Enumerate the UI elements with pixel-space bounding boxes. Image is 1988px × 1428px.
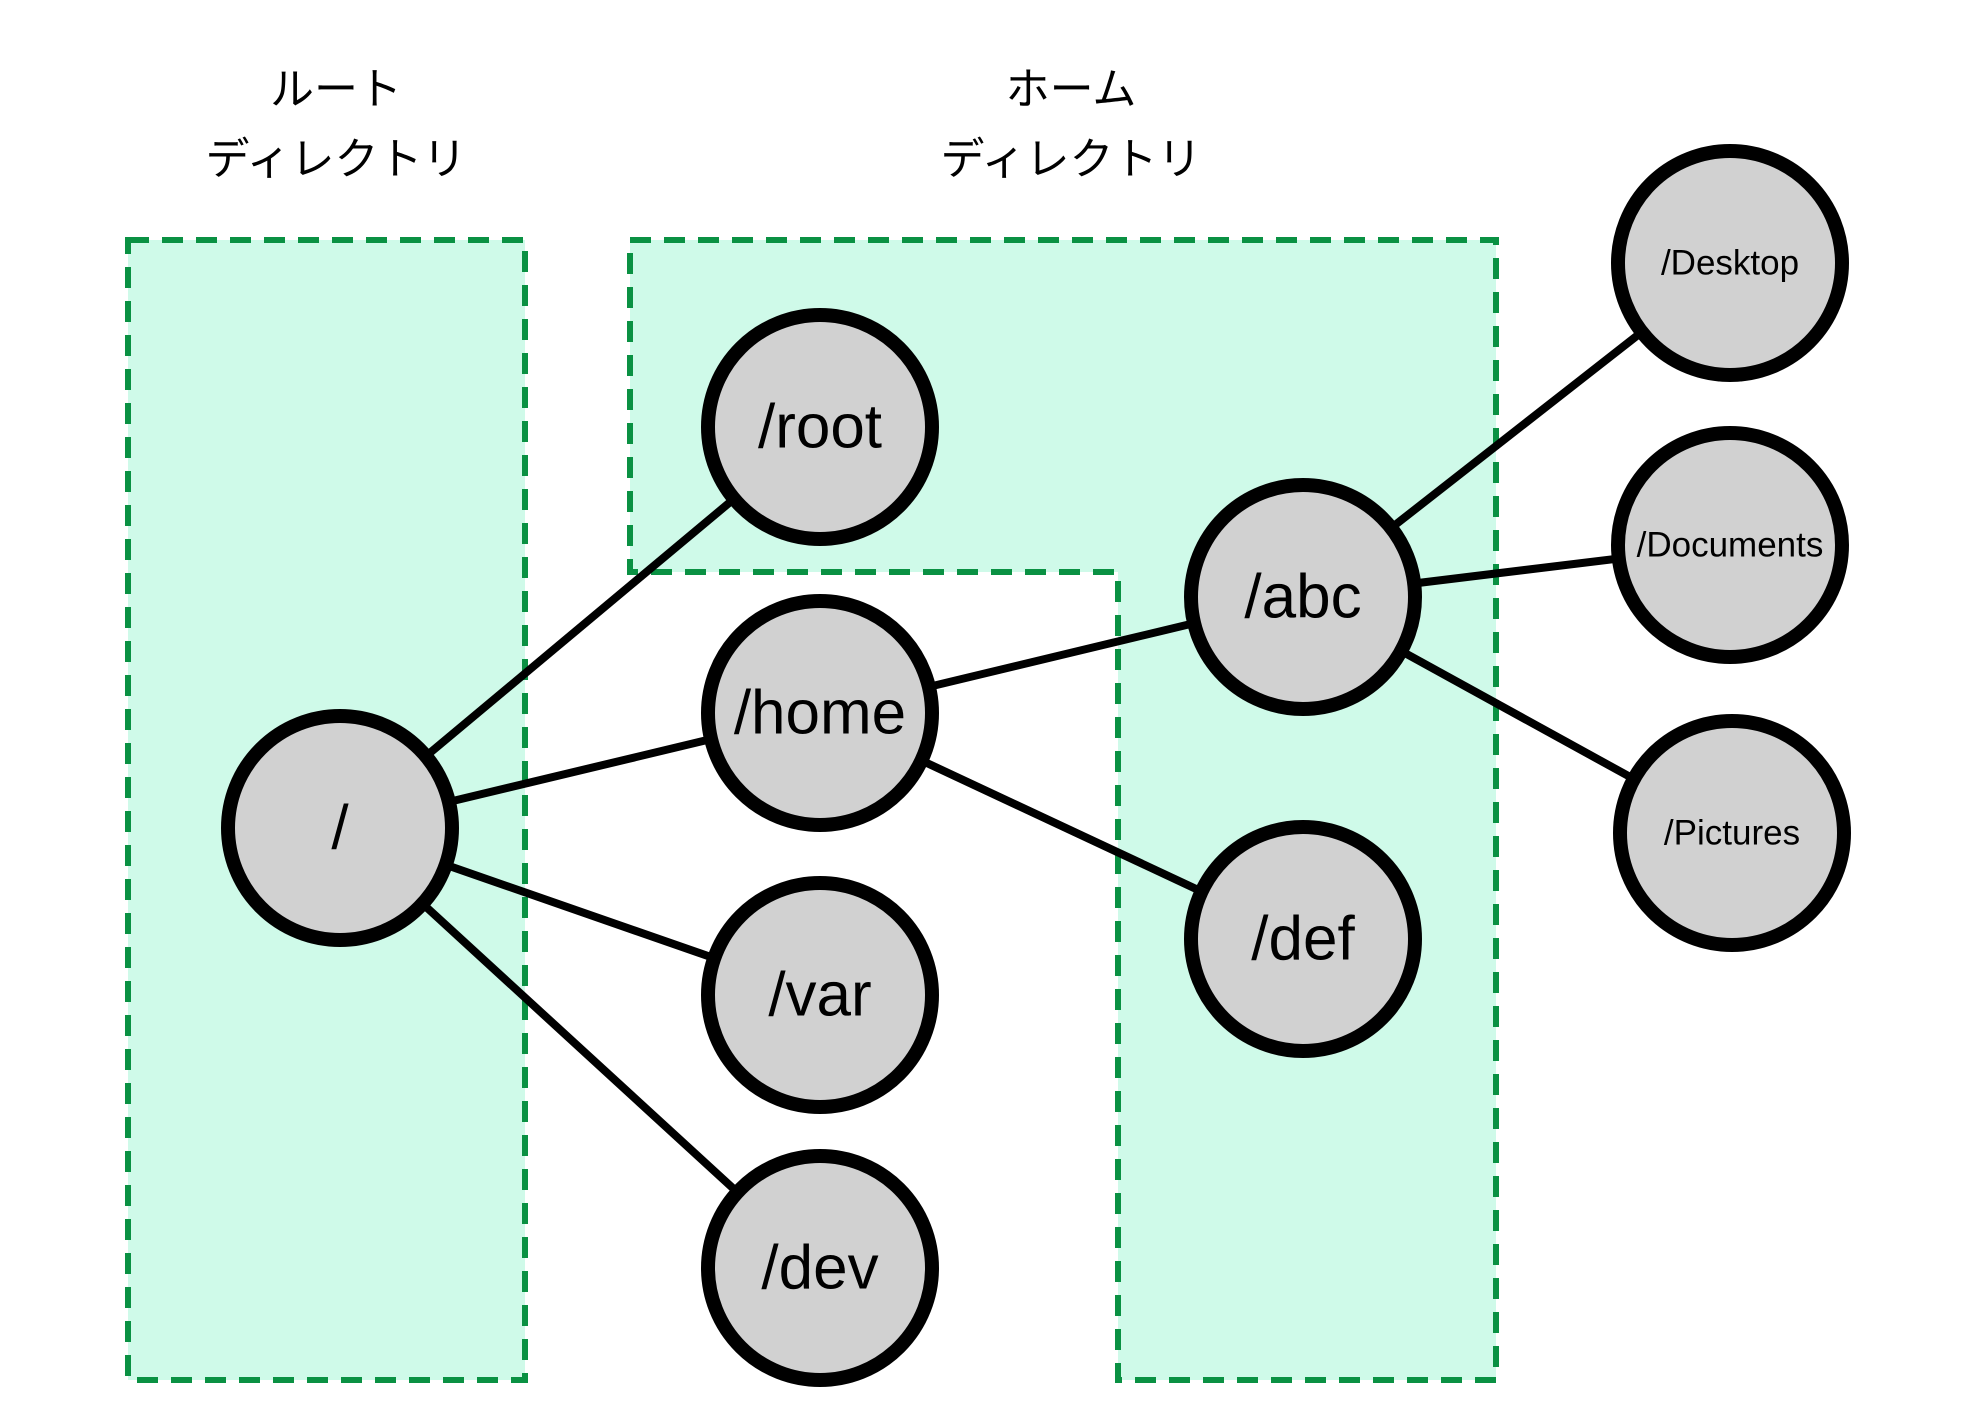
home-region-label-line1: ホーム: [1006, 65, 1137, 114]
region-labels-layer: ルート ディレクトリ ホーム ディレクトリ: [206, 65, 1202, 184]
node-slash-circle: [221, 709, 459, 947]
node-root: /root: [701, 308, 939, 546]
node-home: /home: [701, 594, 939, 832]
node-def-circle: [1184, 820, 1422, 1058]
node-def: /def: [1184, 820, 1422, 1058]
node-documents: /Documents: [1611, 426, 1849, 664]
node-abc-circle: [1184, 478, 1422, 716]
root-region-label-line2: ディレクトリ: [206, 135, 467, 184]
home-region-label-line2: ディレクトリ: [941, 135, 1202, 184]
node-var-label: /var: [768, 961, 871, 1030]
node-dev: /dev: [701, 1149, 939, 1387]
root-region-label-line1: ルート: [270, 65, 402, 114]
node-documents-label: /Documents: [1637, 526, 1824, 565]
node-var: /var: [701, 876, 939, 1114]
node-root-circle: [701, 308, 939, 546]
node-slash-label: /: [331, 794, 349, 863]
node-root-label: /root: [758, 393, 882, 462]
node-def-label: /def: [1251, 905, 1355, 974]
node-documents-circle: [1611, 426, 1849, 664]
node-pictures-label: /Pictures: [1664, 814, 1800, 853]
node-slash: /: [221, 709, 459, 947]
nodes-layer: / /root /home /var /dev /abc: [221, 144, 1851, 1387]
node-var-circle: [701, 876, 939, 1114]
node-dev-circle: [701, 1149, 939, 1387]
node-abc: /abc: [1184, 478, 1422, 716]
node-pictures-circle: [1613, 714, 1851, 952]
node-home-circle: [701, 594, 939, 832]
node-dev-label: /dev: [761, 1234, 878, 1303]
node-desktop-circle: [1611, 144, 1849, 382]
node-desktop: /Desktop: [1611, 144, 1849, 382]
node-abc-label: /abc: [1244, 563, 1361, 632]
node-home-label: /home: [734, 679, 906, 748]
node-desktop-label: /Desktop: [1661, 244, 1799, 283]
node-pictures: /Pictures: [1613, 714, 1851, 952]
